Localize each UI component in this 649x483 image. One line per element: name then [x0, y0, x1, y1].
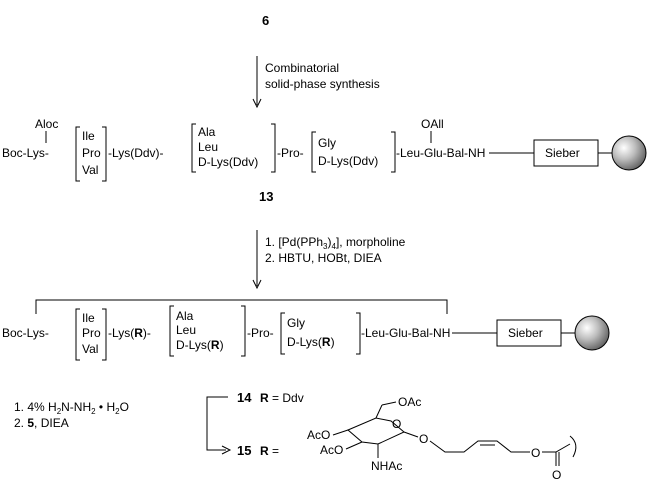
- seq13-set3-item-1: D-Lys(Ddv): [318, 154, 378, 168]
- glycosidic-oxygen-label: O: [419, 432, 428, 446]
- aco-1-bond: [332, 429, 349, 436]
- aco-2-label: AcO: [320, 443, 343, 457]
- seqR-set1-bracket-left: [75, 308, 80, 361]
- seq13-pro: -Pro-: [277, 146, 304, 160]
- seq13-set2-bracket-left: [191, 123, 196, 173]
- seq13-set1-item-0: Ile: [82, 129, 95, 143]
- seqR-set2-item-2: D-Lys(R): [176, 338, 224, 352]
- resin-bead-13: [611, 135, 647, 171]
- carbonyl-oxygen-label: O: [552, 468, 561, 482]
- ester-bond: [542, 443, 571, 453]
- seqR-set2-bracket-right: [241, 305, 246, 357]
- seqR-set3-bracket-left: [280, 312, 285, 355]
- ring-oxygen-label: O: [392, 417, 401, 431]
- compound-14-label: 14: [237, 390, 252, 405]
- oac-top-label: OAc: [398, 395, 421, 409]
- seq13-set2-item-1: Leu: [198, 140, 218, 154]
- seq13-set2-item-2: D-Lys(Ddv): [198, 155, 258, 169]
- oall-label: OAll: [421, 117, 444, 131]
- seqR-set1-item-2: Val: [82, 342, 98, 356]
- r15-definition: R =: [260, 444, 279, 458]
- seqR-tail: -Leu-Glu-Bal-NH: [361, 326, 450, 340]
- seqR-pro: -Pro-: [247, 326, 274, 340]
- seq13-set1-bracket-left: [75, 126, 80, 182]
- seq13-boc-lys: Boc-Lys-: [2, 146, 49, 160]
- seq13-set1-item-1: Pro: [82, 146, 101, 160]
- seq13-tail: -Leu-Glu-Bal-NH: [396, 146, 485, 160]
- seqR-set1-item-1: Pro: [82, 326, 101, 340]
- aloc-label: Aloc: [35, 117, 58, 131]
- ester-oxygen-label: O: [531, 446, 540, 460]
- resin-bead-r: [574, 315, 610, 351]
- step3-line2: 2. 5, DIEA: [14, 416, 69, 430]
- step1-line2: solid-phase synthesis: [265, 77, 380, 91]
- attachment-wavy: [569, 435, 577, 458]
- butenyl-linker: [429, 440, 530, 453]
- seqR-set3-item-0: Gly: [287, 316, 305, 330]
- seq13-set3-bracket-left: [311, 131, 316, 173]
- seqR-set3-bracket-right: [356, 312, 361, 355]
- nhac-label: NHAc: [371, 459, 402, 473]
- seq13-set1-item-2: Val: [82, 163, 98, 177]
- seq13-set3-item-0: Gly: [318, 136, 336, 150]
- step2-line1: 1. [Pd(PPh3)4], morpholine: [265, 235, 406, 251]
- compound-6-label: 6: [262, 13, 269, 28]
- seqR-boc-lys: Boc-Lys-: [2, 326, 49, 340]
- seqR-set1-bracket-right: [102, 308, 107, 361]
- r14-definition: R = Ddv: [260, 391, 304, 405]
- seqR-set2-bracket-left: [169, 305, 174, 357]
- glycosyl-structure: OAc AcO AcO O NHAc O O O: [307, 395, 577, 482]
- conversion-arrow-head: [221, 445, 232, 455]
- seqR-set2-item-0: Ala: [176, 309, 194, 323]
- aco-1-label: AcO: [307, 428, 330, 442]
- seq13-lys-ddv: -Lys(Ddv)-: [108, 146, 164, 160]
- step1-line1: Combinatorial: [265, 61, 339, 75]
- conversion-arrow-line: [206, 396, 228, 451]
- c6-bond: [375, 404, 383, 419]
- c6-o-bond: [381, 401, 397, 406]
- seqR-set1-item-0: Ile: [82, 311, 95, 325]
- seq13-set2-item-0: Ala: [198, 125, 216, 139]
- seq13-set2-bracket-right: [271, 123, 276, 173]
- seqR-lys-r: -Lys(R)-: [108, 326, 151, 340]
- macrocycle-bridge: [35, 299, 448, 314]
- compound-13-label: 13: [259, 189, 273, 204]
- glycosidic-bond: [403, 431, 419, 438]
- aco-2-bond: [345, 441, 363, 450]
- seq13-set1-bracket-right: [102, 126, 107, 182]
- seq13-sieber-label: Sieber: [545, 146, 580, 160]
- step2-line2: 2. HBTU, HOBt, DIEA: [265, 251, 382, 265]
- seqR-sieber-label: Sieber: [508, 326, 543, 340]
- seqR-set2-item-1: Leu: [176, 323, 196, 337]
- arrow-1-head: [252, 98, 262, 109]
- arrow-2-head: [252, 279, 262, 290]
- compound-15-label: 15: [237, 443, 251, 458]
- seq13-set3-bracket-right: [391, 131, 396, 173]
- step3-line1: 1. 4% H2N-NH2 • H2O: [14, 400, 129, 416]
- seqR-set3-item-1: D-Lys(R): [287, 335, 335, 349]
